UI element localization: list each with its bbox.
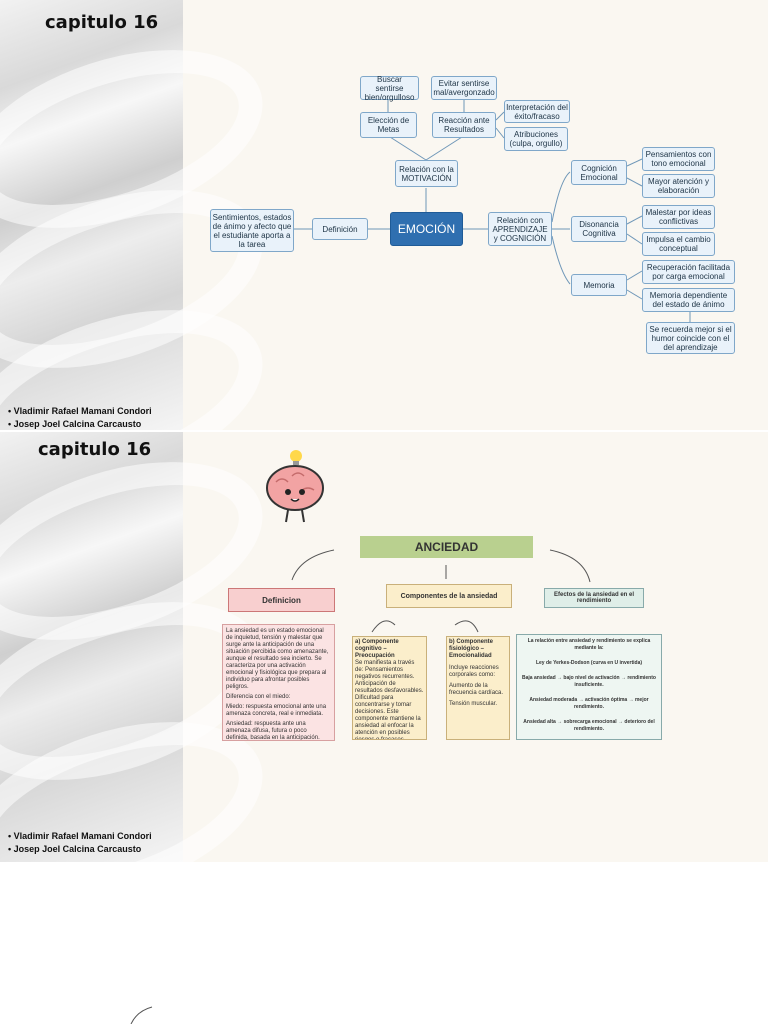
node-impulsa: Impulsa el cambio conceptual	[642, 232, 715, 256]
componente-b-title: b) Componente fisiológico – Emocionalida…	[449, 639, 493, 659]
definicion-diff: Diferencia con el miedo:	[226, 694, 291, 700]
node-buscar: Buscar sentirse bien/orgulloso	[360, 75, 419, 102]
slide-2: capitulo 16 • Vladimir Rafael Mamani Con…	[0, 432, 768, 862]
componente-b-item-2: Tensión muscular.	[449, 701, 498, 707]
efectos-baja: Baja ansiedad → bajo nivel de activación…	[522, 675, 656, 688]
efectos-header: Efectos de la ansiedad en el rendimiento	[544, 588, 644, 608]
partial-curve-decoration	[130, 1006, 153, 1024]
authors: • Vladimir Rafael Mamani Condori • Josep…	[8, 830, 152, 856]
node-disonancia: Disonancia Cognitiva	[571, 216, 627, 242]
title-anciedad: ANCIEDAD	[360, 536, 533, 558]
definicion-ansiedad: Ansiedad: respuesta ante una amenaza dif…	[226, 721, 320, 741]
node-malestar: Malestar por ideas conflictivas	[642, 205, 715, 229]
node-memoria: Memoria	[571, 274, 627, 296]
node-recuperacion: Recuperación facilitada por carga emocio…	[642, 260, 735, 284]
node-memoria-dep: Memoria dependiente del estado de ánimo	[642, 288, 735, 312]
node-interpretacion: Interpretación del éxito/fracaso	[504, 100, 570, 123]
concept-map-lines	[294, 100, 691, 322]
efectos-ley: Ley de Yerkes-Dodson (curva en U inverti…	[535, 660, 643, 666]
efectos-alta: Ansiedad alta → sobrecarga emocional → d…	[523, 719, 655, 732]
node-eleccion: Elección de Metas	[360, 112, 417, 138]
node-evitar: Evitar sentirse mal/avergonzado	[431, 76, 497, 100]
definicion-text: La ansiedad es un estado emocional de in…	[226, 628, 329, 690]
node-recuerda: Se recuerda mejor si el humor coincide c…	[646, 322, 735, 354]
definicion-miedo: Miedo: respuesta emocional ante una amen…	[226, 704, 327, 717]
componente-a-box: a) Componente cognitivo – Preocupación S…	[352, 636, 427, 740]
componente-a-text: Se manifiesta a través de: Pensamientos …	[355, 660, 424, 740]
author-1: • Vladimir Rafael Mamani Condori	[8, 406, 152, 416]
chapter-title: capitulo 16	[45, 12, 159, 33]
efectos-box: La relación entre ansiedad y rendimiento…	[516, 634, 662, 740]
node-reaccion: Reacción ante Resultados	[432, 112, 496, 138]
slide-sidebar	[0, 432, 285, 862]
componente-a-title: a) Componente cognitivo – Preocupación	[355, 639, 399, 659]
author-2: • Josep Joel Calcina Carcausto	[8, 844, 142, 854]
definicion-header: Definicion	[228, 588, 335, 612]
brain-icon	[266, 450, 324, 523]
componente-b-box: b) Componente fisiológico – Emocionalida…	[446, 636, 510, 740]
node-aprendizaje: Relación con APRENDIZAJE y COGNICIÓN	[488, 212, 552, 246]
node-mayor: Mayor atención y elaboración	[642, 174, 715, 198]
node-pensamientos: Pensamientos con tono emocional	[642, 147, 715, 171]
slide-sidebar	[0, 0, 285, 430]
node-cognicion: Cognición Emocional	[571, 160, 627, 185]
chapter-title: capitulo 16	[38, 439, 152, 460]
node-emocion: EMOCIÓN	[390, 212, 463, 246]
node-definicion-text: Sentimientos, estados de ánimo y afecto …	[210, 209, 294, 252]
efectos-intro: La relación entre ansiedad y rendimiento…	[527, 638, 651, 651]
componente-b-text: Incluye reacciones corporales como:	[449, 665, 499, 678]
componentes-header: Componentes de la ansiedad	[386, 584, 512, 608]
author-2: • Josep Joel Calcina Carcausto	[8, 419, 142, 429]
node-atribuciones: Atribuciones (culpa, orgullo)	[504, 127, 568, 151]
efectos-moderada: Ansiedad moderada → activación óptima → …	[529, 697, 649, 710]
slide-1: capitulo 16 • Vladimir Rafael Mamani Con…	[0, 0, 768, 430]
authors: • Vladimir Rafael Mamani Condori • Josep…	[8, 405, 152, 430]
node-motivacion: Relación con la MOTIVACIÓN	[395, 160, 458, 187]
author-1: • Vladimir Rafael Mamani Condori	[8, 831, 152, 841]
definicion-box: La ansiedad es un estado emocional de in…	[222, 624, 335, 741]
anxiety-map-lines	[291, 549, 591, 633]
node-definicion: Definición	[312, 218, 368, 240]
componente-b-item-1: Aumento de la frecuencia cardíaca.	[449, 683, 504, 696]
